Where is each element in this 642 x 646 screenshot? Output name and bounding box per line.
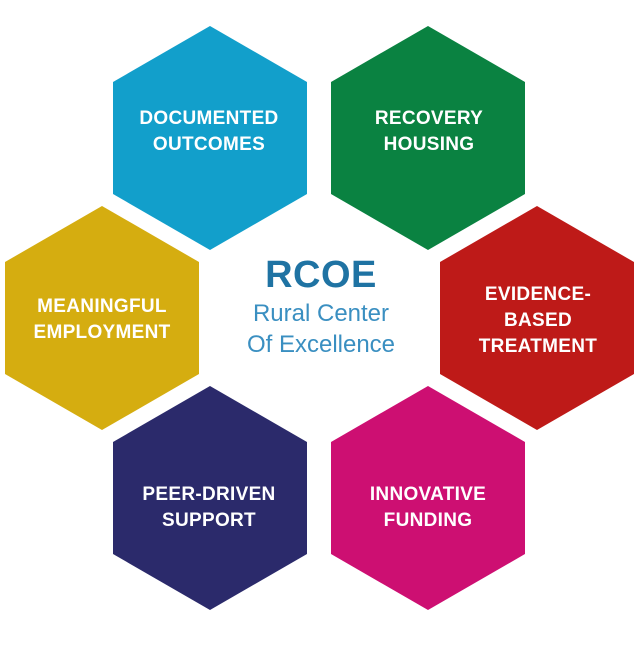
center-title: RCOE	[265, 254, 377, 296]
hexagon-evidence-based-treatment	[440, 206, 634, 430]
hexagon-label-meaningful-employment: MEANINGFUL EMPLOYMENT	[7, 294, 197, 346]
label-line: MEANINGFUL	[37, 296, 167, 317]
center-subtitle-line: Of Excellence	[246, 331, 396, 358]
label-line: OUTCOMES	[152, 134, 266, 155]
label-line: TREATMENT	[478, 336, 598, 357]
hexagon-label-documented-outcomes: DOCUMENTED OUTCOMES	[114, 106, 304, 158]
center-title-block: RCOE Rural Center Of Excellence	[221, 252, 421, 360]
label-line: HOUSING	[383, 134, 475, 155]
hexagon-label-recovery-housing: RECOVERY HOUSING	[334, 106, 524, 158]
hexagon-documented-outcomes	[113, 26, 307, 250]
hexagon-innovative-funding	[331, 386, 525, 610]
label-line: DOCUMENTED	[139, 108, 279, 129]
hexagon-label-evidence-based-treatment: EVIDENCE- BASED TREATMENT	[443, 282, 633, 360]
hexagon-peer-driven-support	[113, 386, 307, 610]
label-line: RECOVERY	[374, 108, 484, 129]
label-line: EMPLOYMENT	[33, 322, 171, 343]
label-line: INNOVATIVE	[369, 484, 487, 505]
hexagon-label-peer-driven-support: PEER-DRIVEN SUPPORT	[114, 482, 304, 534]
label-line: PEER-DRIVEN	[142, 484, 276, 505]
label-line: SUPPORT	[162, 510, 256, 531]
hexagon-label-innovative-funding: INNOVATIVE FUNDING	[333, 482, 523, 534]
center-subtitle-line: Rural Center	[252, 300, 390, 327]
hexagon-meaningful-employment	[5, 206, 199, 430]
label-line: FUNDING	[383, 510, 473, 531]
hexagon-recovery-housing	[331, 26, 525, 250]
label-line: BASED	[503, 310, 572, 331]
label-line: EVIDENCE-	[484, 284, 592, 305]
